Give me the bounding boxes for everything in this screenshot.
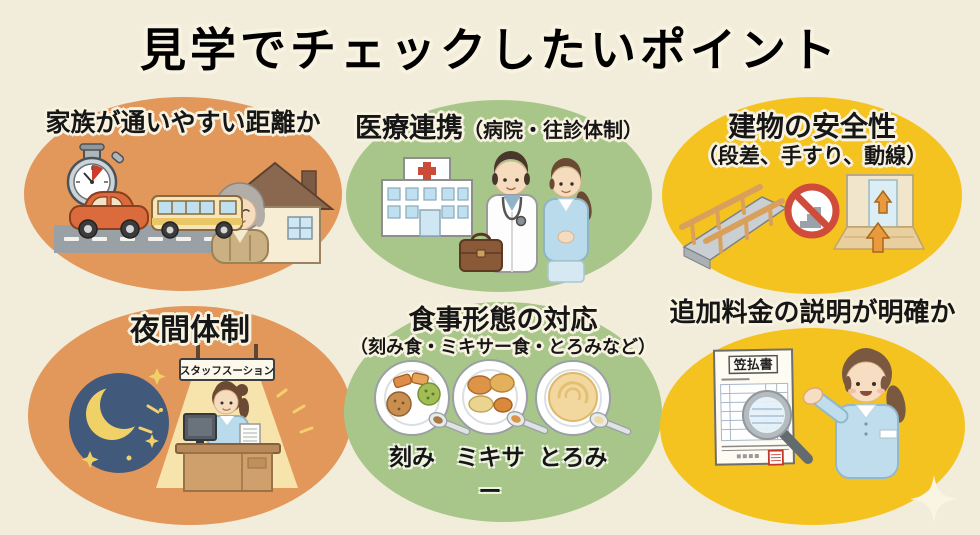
safety-illustration [679,174,926,270]
pureed-meal-plate-icon [535,360,632,436]
nurse-icon [543,158,592,283]
night-illustration: スタッフスーション [69,344,314,492]
fine-print [736,453,759,459]
hospital-icon [381,157,473,237]
fees-illustration: 笠払書 [712,348,906,479]
staff-woman-icon [802,348,906,479]
no-stairs-sign-icon [784,183,840,239]
medical-heading-sub: （病院・往診体制） [463,120,643,142]
fees-oval [660,328,965,525]
desk-icon [175,443,281,492]
meals-illustration [374,359,632,436]
invoice-title: 笠払書 [733,357,773,373]
card-building-safety: 建物の安全性 （段差、手すり、動線） [662,97,962,294]
safety-subheading: （段差、手すり、動線） [696,145,928,168]
fees-heading: 追加料金の説明が明確か [669,297,956,327]
spoon-icon [589,412,632,436]
medical-heading: 医療連携（病院・往診体制） [346,113,652,144]
card-medical-cooperation: 医療連携（病院・往診体制） [346,100,652,292]
light-rays [138,388,314,434]
meal-label-chopped: 刻み [389,444,435,470]
stopwatch-icon [66,143,125,208]
sparkle-icon [910,475,958,523]
corridor-arrows-icon [832,174,926,253]
family-distance-illustration [54,143,335,264]
blended-meal-plate-icon [452,359,549,435]
safety-heading: 建物の安全性 [727,111,896,142]
night-heading: 夜間体制 [130,314,250,347]
card-family-distance: 家族が通いやすい距離か [24,97,342,291]
chopped-meal-plate-icon [374,360,471,436]
magnifying-glass-icon [742,390,813,464]
meal-label-puree: とろみ [538,444,608,470]
card-extra-fees: 笠払書 [660,298,965,525]
staff-station-sign-label: スタッフスーション [180,365,274,377]
staff-station-sign: スタッフスーション [179,344,275,381]
meals-subheading: （刻み食・ミキサー食・とろみなど） [350,337,656,357]
paper-stack-icon [239,423,261,445]
car-icon [69,191,149,239]
spoon-icon [428,412,471,436]
doctor-bag-icon [459,232,503,272]
ramp-with-handrail-icon [679,184,788,270]
meal-label-blended: ミキサー [455,444,525,504]
bus-icon [151,195,243,239]
family-distance-heading: 家族が通いやすい距離か [45,109,321,137]
card-meal-forms: 食事形態の対応 （刻み食・ミキサー食・とろみなど） 刻み ミキサー とろみ [344,302,662,522]
medical-illustration [381,151,592,283]
page-title: 見学でチェックしたいポイント [140,24,840,76]
medical-heading-main: 医療連携 [355,113,463,143]
spoon-icon [506,411,549,435]
monitor-icon [183,413,217,444]
card-night-system: スタッフスーション [28,306,352,525]
red-stamp-icon [767,449,784,466]
night-sky-moon-icon [69,368,169,473]
meals-heading: 食事形態の対応 [408,305,598,335]
